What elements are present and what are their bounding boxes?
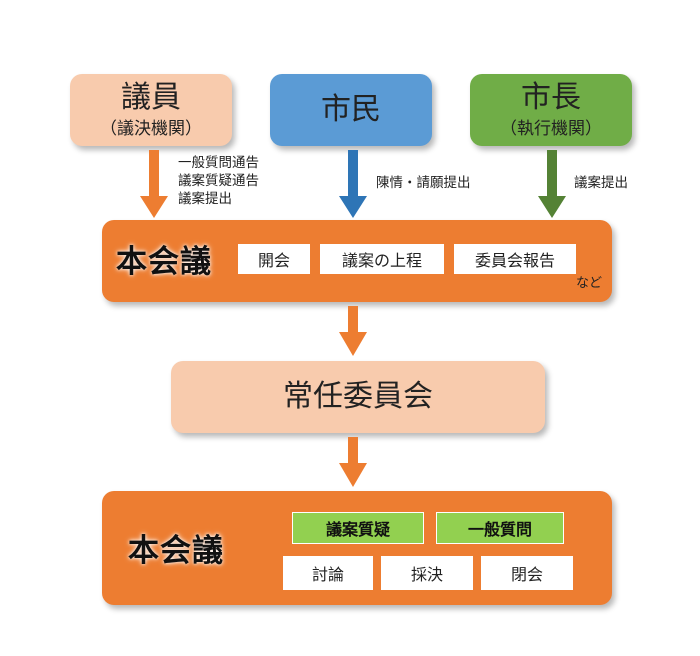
- to-plenary-2-arrow-icon: [339, 437, 367, 487]
- mayor-title: 市長: [521, 79, 581, 115]
- councilor-subtitle: （議決機関）: [100, 118, 202, 139]
- plenary-1-item-committee-report: 委員会報告: [454, 244, 576, 274]
- standing-committee-box: 常任委員会: [171, 361, 545, 433]
- mayor-box: 市長 （執行機関）: [470, 74, 632, 146]
- councilor-down-arrow-icon: [140, 150, 168, 218]
- plenary-2-debate: 討論: [283, 556, 373, 590]
- plenary-1-item-opening: 開会: [238, 244, 310, 274]
- to-committee-arrow-icon: [339, 306, 367, 356]
- citizen-down-arrow-icon: [339, 150, 367, 218]
- mayor-note: 議案提出: [574, 175, 628, 191]
- plenary-1-title: 本会議: [116, 244, 212, 280]
- plenary-2-vote: 採決: [381, 556, 473, 590]
- citizen-box: 市民: [270, 74, 432, 146]
- plenary-2-general-questions: 一般質問: [436, 512, 564, 544]
- mayor-down-arrow-icon: [538, 150, 566, 218]
- plenary-2-closing: 閉会: [481, 556, 573, 590]
- plenary-2-title: 本会議: [128, 533, 224, 569]
- councilor-notes: 一般質問通告 議案質疑通告 議案提出: [178, 154, 259, 208]
- plenary-2-bill-questions: 議案質疑: [292, 512, 424, 544]
- councilor-note-2: 議案質疑通告: [178, 173, 259, 189]
- councilor-note-1: 一般質問通告: [178, 155, 259, 171]
- councilor-box: 議員 （議決機関）: [70, 74, 232, 146]
- mayor-subtitle: （執行機関）: [500, 118, 602, 139]
- plenary-1-etc: など: [576, 276, 603, 291]
- citizen-note: 陳情・請願提出: [376, 175, 471, 191]
- standing-committee-title: 常任委員会: [283, 379, 433, 414]
- citizen-title: 市民: [321, 92, 381, 127]
- councilor-note-3: 議案提出: [178, 191, 232, 207]
- plenary-1-item-bill-submission: 議案の上程: [320, 244, 444, 274]
- councilor-title: 議員: [121, 79, 181, 115]
